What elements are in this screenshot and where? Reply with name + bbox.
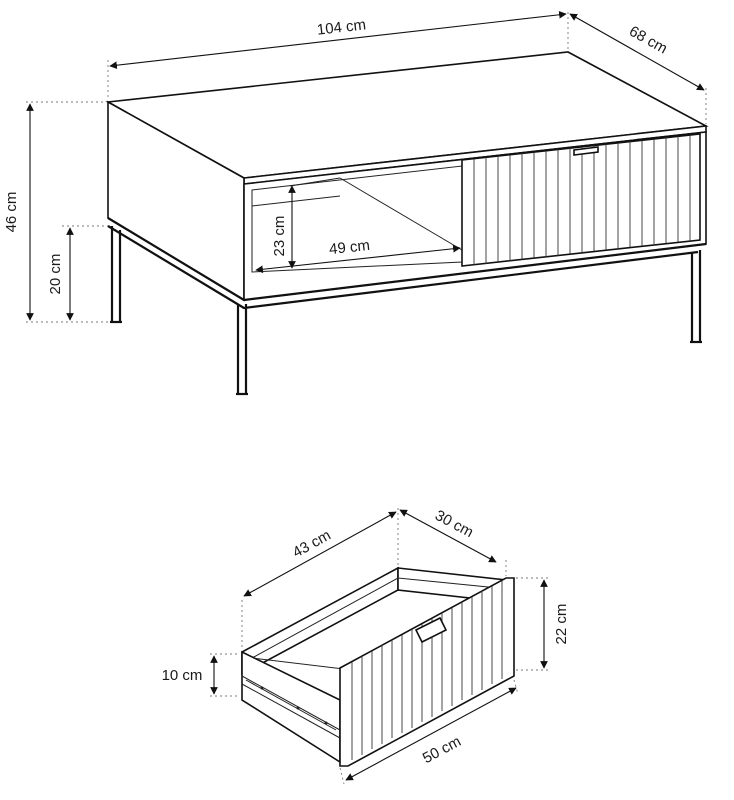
drawer-front-width-label: 50 cm xyxy=(420,733,464,767)
shelf-height-label: 23 cm xyxy=(271,216,288,257)
drawer-depth-dimension-arrow xyxy=(399,509,497,563)
drawer-left-side xyxy=(241,650,341,764)
drawer-depth-label: 30 cm xyxy=(432,507,476,541)
drawer-illustration: 43 cm 30 cm 22 cm 10 cm 50 cm xyxy=(162,507,570,785)
drawer-runner xyxy=(245,679,337,731)
table-height-label: 46 cm xyxy=(3,192,20,233)
table-dimension-guides xyxy=(26,12,707,323)
drawer-dimension-guides xyxy=(210,508,548,785)
drawer-handle xyxy=(573,146,599,156)
drawer-front-width-dimension-arrow xyxy=(345,687,517,781)
table-depth-label: 68 cm xyxy=(626,23,670,58)
width-dimension-arrow xyxy=(109,10,567,70)
drawer-flutes xyxy=(473,135,691,265)
shelf-width-label: 49 cm xyxy=(328,237,370,258)
coffee-table-illustration: 104 cm 68 cm 46 cm 20 cm 23 cm 49 cm xyxy=(3,10,709,396)
table-width-label: 104 cm xyxy=(316,16,367,38)
drawer-front-height-label: 22 cm xyxy=(553,604,570,645)
drawer-width-label: 43 cm xyxy=(290,527,334,562)
table-drawer-front xyxy=(461,133,701,267)
drawer-side-height-label: 10 cm xyxy=(162,667,203,684)
table-leg-height-label: 20 cm xyxy=(47,254,64,295)
depth-dimension-arrow xyxy=(569,13,705,91)
table-frame xyxy=(107,217,707,396)
drawer-width-dimension-arrow xyxy=(243,511,397,597)
shelf-width-dimension-arrow xyxy=(255,244,461,274)
drawer-front-handle xyxy=(414,616,448,644)
